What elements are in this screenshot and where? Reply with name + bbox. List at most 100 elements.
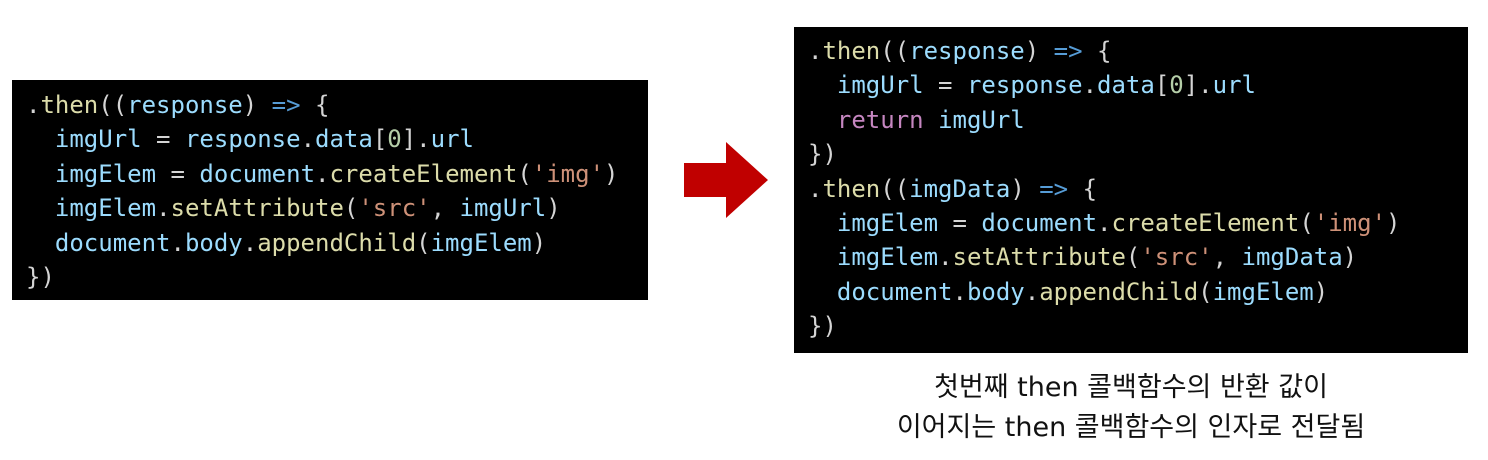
code-token-punct: (( — [880, 37, 910, 65]
code-line: .then((imgData) => { — [808, 172, 1468, 206]
code-token-var: imgElem — [54, 159, 157, 188]
code-token-op: => — [271, 91, 301, 119]
code-token-punct: ]. — [401, 125, 431, 154]
code-token-var: data — [1097, 71, 1155, 100]
code-token-var: imgUrl — [54, 125, 142, 154]
code-token-punct — [808, 278, 837, 306]
code-token-string: 'src' — [358, 194, 431, 223]
code-line: imgElem.setAttribute('src', imgData) — [808, 240, 1468, 274]
code-token-punct: ( — [343, 194, 359, 223]
code-line: imgUrl = response.data[0].url — [808, 68, 1468, 102]
code-token-punct: [ — [372, 125, 388, 154]
code-token-punct — [924, 106, 938, 134]
original-code-block: .then((response) => { imgUrl = response.… — [12, 80, 648, 300]
code-line: imgUrl = response.data[0].url — [26, 122, 648, 156]
code-token-var: imgElem — [1212, 277, 1314, 306]
code-token-punct: }) — [26, 262, 55, 291]
code-token-var: url — [430, 125, 474, 154]
code-token-punct: . — [300, 125, 316, 154]
code-token-punct: . — [938, 243, 953, 272]
code-token-string: 'img' — [531, 159, 605, 188]
code-token-punct: }) — [808, 140, 837, 169]
code-token-punct: ) — [1342, 243, 1358, 272]
code-token-var: body — [184, 228, 243, 257]
caption-line-2: 이어지는 then 콜백함수의 인자로 전달됨 — [896, 412, 1366, 443]
code-token-punct: (( — [880, 174, 910, 203]
code-line: .then((response) => { — [808, 34, 1468, 68]
caption-line-1: 첫번째 then 콜백함수의 반환 값이 — [934, 372, 1328, 403]
code-token-punct — [26, 229, 55, 257]
code-token-punct — [808, 106, 837, 134]
code-token-method: then — [822, 174, 881, 203]
code-token-var: imgUrl — [938, 105, 1025, 134]
code-line: imgElem = document.createElement('img') — [808, 206, 1468, 240]
code-token-var: response — [909, 37, 1025, 65]
code-token-punct: ) — [546, 194, 561, 223]
code-line: imgElem = document.createElement('img') — [26, 157, 648, 191]
code-token-var: response — [966, 71, 1083, 100]
code-token-punct: ) — [531, 228, 547, 257]
code-token-method: setAttribute — [170, 194, 344, 223]
code-token-var: document — [836, 277, 953, 306]
arrow-shape — [684, 142, 768, 218]
code-token-punct — [808, 209, 837, 237]
code-token-punct: ) — [604, 159, 619, 188]
code-token-punct — [26, 194, 55, 222]
code-line: }) — [808, 309, 1468, 343]
code-token-var: document — [199, 159, 316, 188]
code-token-punct: ( — [1198, 277, 1213, 306]
code-token-method: then — [40, 91, 99, 119]
code-token-method: createElement — [1111, 208, 1300, 237]
code-token-method: appendChild — [257, 228, 417, 257]
code-line: document.body.appendChild(imgElem) — [26, 226, 648, 260]
code-token-punct: { — [300, 91, 330, 119]
code-token-var: body — [966, 277, 1025, 306]
code-token-punct: ( — [416, 228, 431, 257]
code-token-punct: , — [1212, 243, 1242, 272]
code-token-var: document — [54, 228, 171, 257]
code-token-punct: = — [938, 208, 982, 237]
code-token-var: imgElem — [430, 228, 532, 257]
code-token-op: => — [1053, 37, 1083, 65]
code-token-punct: ( — [517, 159, 532, 188]
code-token-punct: ( — [1125, 243, 1141, 272]
code-token-punct: ) — [1010, 174, 1040, 203]
code-token-punct: . — [952, 277, 967, 306]
code-line: document.body.appendChild(imgElem) — [808, 275, 1468, 309]
code-token-var: response — [127, 91, 243, 119]
code-token-punct: . — [315, 159, 330, 188]
code-token-punct: . — [170, 228, 185, 257]
code-token-punct: . — [242, 228, 258, 257]
code-token-punct: = — [141, 125, 185, 154]
code-token-punct: = — [923, 71, 967, 100]
code-token-punct: . — [26, 91, 41, 119]
code-token-punct: (( — [98, 91, 128, 119]
code-token-number: 0 — [387, 125, 402, 154]
code-token-punct — [26, 160, 55, 188]
refactored-code-block: .then((response) => { imgUrl = response.… — [794, 27, 1468, 353]
code-line: }) — [26, 260, 648, 294]
code-token-punct: { — [1082, 37, 1112, 65]
code-token-punct: ( — [1299, 208, 1314, 237]
code-token-string: 'src' — [1140, 243, 1213, 272]
code-token-var: imgElem — [836, 208, 939, 237]
code-token-var: imgData — [909, 174, 1011, 203]
code-token-var: imgData — [1241, 243, 1343, 272]
code-token-punct: . — [1097, 208, 1112, 237]
code-token-punct: { — [1068, 174, 1098, 203]
code-token-punct — [808, 71, 837, 99]
code-token-punct: [ — [1154, 71, 1170, 100]
code-token-punct: ) — [1024, 37, 1054, 65]
code-token-punct: . — [1082, 71, 1098, 100]
code-token-var: data — [315, 125, 373, 154]
code-token-punct: . — [1024, 277, 1040, 306]
code-token-method: createElement — [329, 159, 518, 188]
caption: 첫번째 then 콜백함수의 반환 값이 이어지는 then 콜백함수의 인자로… — [794, 368, 1468, 448]
code-token-var: document — [981, 208, 1098, 237]
code-token-var: imgUrl — [459, 194, 547, 223]
code-token-punct — [808, 243, 837, 271]
code-line: return imgUrl — [808, 103, 1468, 137]
code-line: .then((response) => { — [26, 88, 648, 122]
code-token-punct: ) — [242, 91, 272, 119]
code-token-method: then — [822, 37, 881, 65]
